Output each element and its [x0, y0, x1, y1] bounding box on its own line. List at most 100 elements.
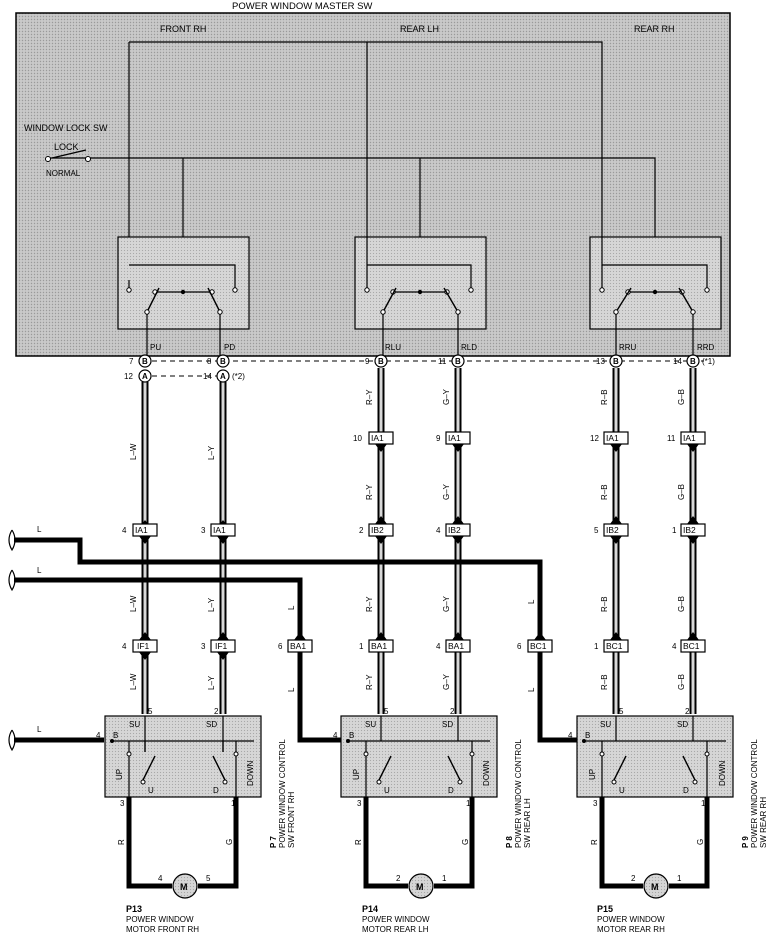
- svg-text:4: 4: [122, 526, 127, 535]
- pin-b-code-3: B: [378, 357, 384, 366]
- svg-text:P15: P15: [597, 904, 613, 914]
- svg-text:B: B: [585, 731, 590, 740]
- svg-text:POWER WINDOW: POWER WINDOW: [597, 915, 665, 924]
- motor-p14: M 2 1: [396, 873, 447, 899]
- control-switch-p9: [576, 715, 734, 798]
- svg-text:D: D: [448, 786, 454, 795]
- master-rear-rh-switch: [589, 236, 722, 356]
- svg-text:BA1: BA1: [371, 641, 387, 651]
- pin-label-rld: RLD: [461, 343, 477, 352]
- svg-text:IB2: IB2: [683, 525, 696, 535]
- svg-text:R–B: R–B: [600, 389, 609, 405]
- svg-text:DOWN: DOWN: [718, 760, 727, 786]
- svg-text:D: D: [213, 786, 219, 795]
- svg-text:R–B: R–B: [600, 484, 609, 500]
- svg-text:L–W: L–W: [129, 595, 138, 612]
- connector-ib2-1: IB2 1: [672, 523, 706, 537]
- svg-text:R: R: [117, 839, 126, 845]
- svg-text:L–W: L–W: [129, 443, 138, 460]
- switch-p7-caption: P 7 POWER WINDOW CONTROL SW FRONT RH: [269, 739, 296, 848]
- svg-text:SU: SU: [129, 720, 140, 729]
- control-switch-p8: [340, 715, 498, 798]
- svg-text:M: M: [180, 882, 188, 892]
- svg-text:L–Y: L–Y: [207, 597, 216, 612]
- svg-text:DOWN: DOWN: [482, 760, 491, 786]
- connector-ia1-9: IA1 9: [436, 431, 471, 445]
- pin-b-num-5: 13: [596, 357, 605, 366]
- svg-text:5: 5: [206, 874, 211, 883]
- svg-text:1: 1: [442, 874, 447, 883]
- switch-p8-caption: P 8 POWER WINDOW CONTROL SW REAR LH: [505, 739, 532, 848]
- svg-text:M: M: [651, 882, 659, 892]
- window-lock-switch: [45, 149, 91, 162]
- svg-text:IF1: IF1: [137, 641, 150, 651]
- svg-text:IB2: IB2: [448, 525, 461, 535]
- control-switch-labels: SU SD B U D UP DOWN 5 2 4 3 1 SU SD B U …: [96, 707, 727, 808]
- svg-text:POWER WINDOW CONTROL: POWER WINDOW CONTROL: [750, 739, 759, 848]
- svg-text:4: 4: [333, 731, 338, 740]
- pin-a-code-2: A: [220, 372, 226, 381]
- svg-text:6: 6: [278, 642, 283, 651]
- svg-text:DOWN: DOWN: [246, 760, 255, 786]
- svg-text:5: 5: [619, 707, 624, 716]
- svg-text:L: L: [37, 725, 42, 734]
- svg-text:9: 9: [436, 434, 441, 443]
- svg-text:SW FRONT RH: SW FRONT RH: [287, 791, 296, 848]
- svg-text:12: 12: [590, 434, 599, 443]
- svg-text:UP: UP: [352, 769, 361, 780]
- wire-runs: [14, 368, 710, 889]
- svg-text:P 8: P 8: [505, 836, 514, 848]
- svg-text:4: 4: [436, 642, 441, 651]
- note-plus1: (*1): [702, 357, 715, 366]
- svg-text:IA1: IA1: [448, 433, 461, 443]
- svg-text:U: U: [148, 786, 154, 795]
- svg-text:U: U: [619, 786, 625, 795]
- harness-break-marks: [8, 529, 16, 752]
- svg-text:G–B: G–B: [677, 596, 686, 612]
- pin-label-rlu: RLU: [385, 343, 401, 352]
- svg-text:SW REAR RH: SW REAR RH: [759, 797, 768, 848]
- rear-lh-label: REAR LH: [400, 24, 439, 34]
- svg-text:B: B: [113, 731, 118, 740]
- master-rear-lh-switch: [354, 236, 487, 356]
- connector-ib2-4: IB2 4: [436, 523, 471, 537]
- motor-p13-caption: P13 POWER WINDOW MOTOR FRONT RH: [126, 904, 199, 934]
- svg-text:IF1: IF1: [215, 641, 228, 651]
- svg-text:R–B: R–B: [600, 596, 609, 612]
- svg-text:B: B: [349, 731, 354, 740]
- svg-text:1: 1: [672, 526, 677, 535]
- wire-color-labels: L–W L–Y R–Y G–Y R–B G–B R–Y G–Y R–B G–B …: [37, 388, 705, 845]
- pin-b-num-3: 9: [365, 357, 370, 366]
- svg-text:SD: SD: [206, 720, 217, 729]
- pin-b-code-2: B: [220, 357, 226, 366]
- pin-b-num-1: 7: [129, 357, 134, 366]
- svg-text:2: 2: [396, 874, 401, 883]
- pin-a-code-1: A: [142, 372, 148, 381]
- svg-text:M: M: [416, 882, 424, 892]
- svg-text:POWER WINDOW: POWER WINDOW: [362, 915, 430, 924]
- svg-text:G–Y: G–Y: [442, 388, 451, 405]
- svg-text:3: 3: [120, 799, 125, 808]
- svg-text:2: 2: [685, 707, 690, 716]
- svg-text:4: 4: [436, 526, 441, 535]
- master-pin-circles: [138, 354, 700, 383]
- svg-text:4: 4: [672, 642, 677, 651]
- svg-text:MOTOR FRONT RH: MOTOR FRONT RH: [126, 925, 199, 934]
- svg-text:BC1: BC1: [606, 641, 623, 651]
- svg-text:IA1: IA1: [683, 433, 696, 443]
- pin-label-pu: PU: [150, 343, 161, 352]
- svg-text:1: 1: [466, 799, 471, 808]
- svg-text:L: L: [37, 566, 42, 575]
- svg-text:P14: P14: [362, 904, 378, 914]
- front-rh-label: FRONT RH: [160, 24, 206, 34]
- svg-text:SU: SU: [600, 720, 611, 729]
- pin-label-pd: PD: [224, 343, 235, 352]
- normal-label: NORMAL: [46, 169, 81, 178]
- pin-b-num-6: 14: [673, 357, 682, 366]
- svg-text:1: 1: [701, 799, 706, 808]
- svg-text:U: U: [384, 786, 390, 795]
- svg-text:P13: P13: [126, 904, 142, 914]
